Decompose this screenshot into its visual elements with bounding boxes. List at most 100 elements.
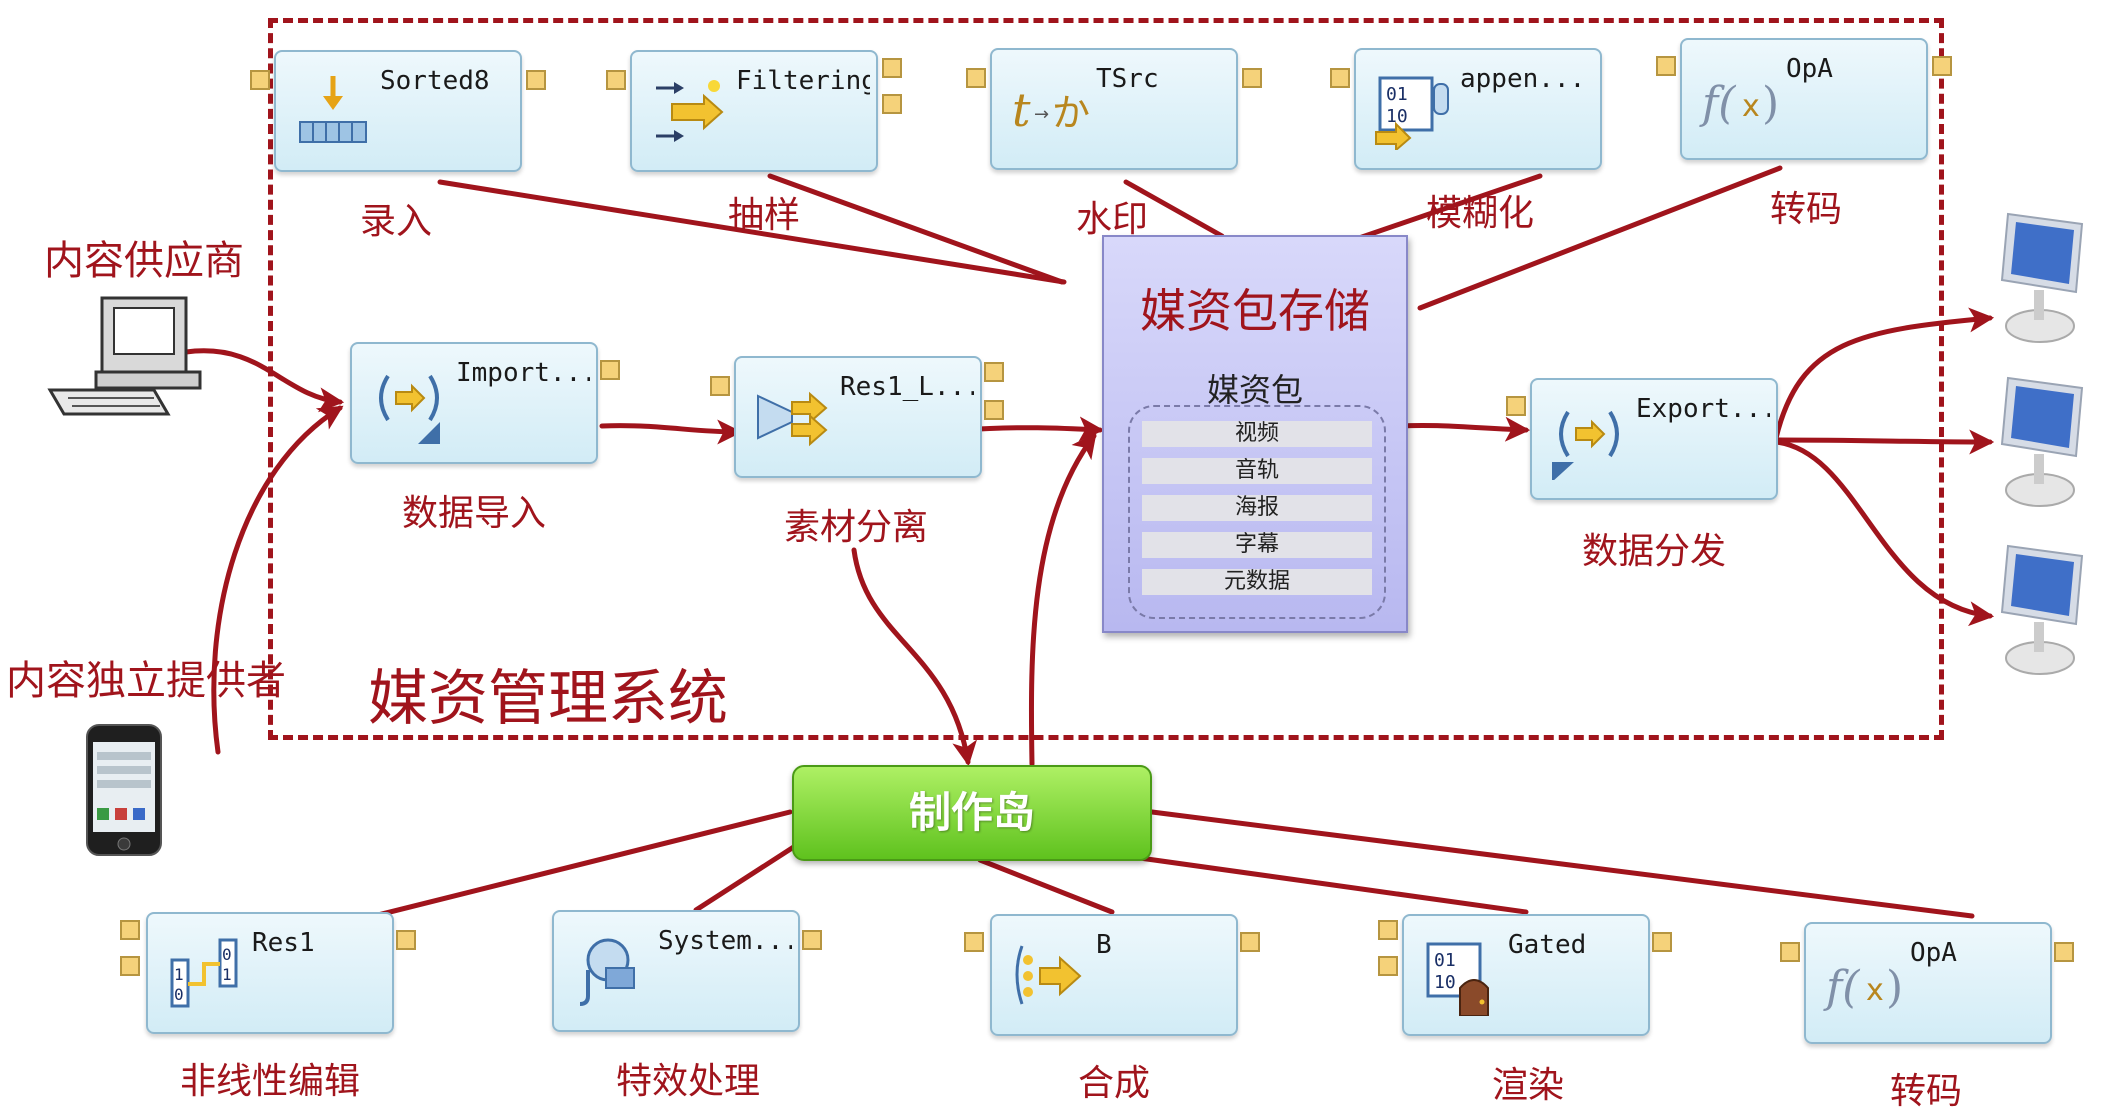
client-monitor-icon	[2000, 376, 2084, 507]
input-port[interactable]	[710, 376, 730, 396]
import-icon	[379, 374, 440, 444]
function-icon: f( x )	[1823, 962, 1903, 1013]
client-monitor-icon	[2000, 544, 2084, 675]
node-caption: 特效处理	[615, 1061, 761, 1102]
output-port[interactable]	[1652, 932, 1672, 952]
svg-text:01: 01	[1386, 84, 1408, 105]
node-title: Res1	[252, 928, 315, 958]
svg-text:1: 1	[174, 965, 184, 984]
node-title: System...	[658, 926, 792, 956]
node-b[interactable]: B	[990, 914, 1238, 1036]
output-port[interactable]	[984, 362, 1004, 382]
node-filtering[interactable]: Filtering	[630, 50, 878, 172]
node-res1-bottom[interactable]: 1 0 0 1 Res1	[146, 912, 394, 1034]
input-port[interactable]	[1378, 920, 1398, 940]
output-port[interactable]	[984, 400, 1004, 420]
package-item: 元数据	[1142, 569, 1372, 595]
svg-text:→: →	[1034, 104, 1049, 125]
node-caption: 转码	[1889, 1071, 1963, 1112]
media-package-storage[interactable]: 媒资包存储 媒资包 视频 音轨 海报 字幕 元数据	[1102, 235, 1408, 633]
node-title: Import...	[456, 358, 590, 388]
output-port[interactable]	[1932, 56, 1952, 76]
svg-text:f(: f(	[1699, 78, 1736, 129]
node-opa-bottom[interactable]: f( x ) OpA	[1804, 922, 2052, 1044]
svg-text:10: 10	[1434, 972, 1456, 993]
node-system[interactable]: System...	[552, 910, 800, 1032]
split-icon	[757, 391, 828, 447]
connection-line	[1137, 855, 1529, 915]
node-caption: 合成	[1077, 1063, 1151, 1104]
node-title: TSrc	[1096, 64, 1159, 94]
output-port[interactable]	[526, 70, 546, 90]
node-caption: 数据分发	[1581, 531, 1727, 572]
output-port[interactable]	[1242, 68, 1262, 88]
svg-text:x: x	[1742, 89, 1760, 124]
output-port[interactable]	[802, 930, 822, 950]
svg-text:か: か	[1052, 91, 1090, 135]
node-gated[interactable]: 01 10 Gated	[1402, 914, 1650, 1036]
package-container: 视频 音轨 海报 字幕 元数据	[1128, 405, 1386, 619]
connection-line	[1149, 809, 1975, 919]
input-port[interactable]	[1780, 942, 1800, 962]
system-process-icon	[579, 938, 635, 1006]
input-port[interactable]	[966, 68, 986, 88]
package-item: 音轨	[1142, 458, 1372, 484]
svg-text:f(: f(	[1823, 962, 1860, 1013]
node-title: B	[1096, 930, 1112, 960]
node-caption: 素材分离	[783, 507, 929, 548]
node-sorted8[interactable]: Sorted8	[274, 50, 522, 172]
svg-text:0: 0	[174, 985, 184, 1004]
input-port[interactable]	[120, 956, 140, 976]
node-caption: 录入	[359, 201, 433, 242]
package-label: 媒资包	[1206, 371, 1303, 409]
node-caption: 抽样	[727, 195, 801, 236]
node-caption: 转码	[1769, 189, 1843, 230]
input-port[interactable]	[964, 932, 984, 952]
content-provider-label: 内容供应商	[44, 238, 244, 284]
node-tsrc[interactable]: t → か TSrc	[990, 48, 1238, 170]
input-port[interactable]	[1378, 956, 1398, 976]
node-caption: 非线性编辑	[179, 1061, 361, 1102]
svg-text:): )	[1762, 78, 1779, 129]
connection-line	[977, 857, 1115, 915]
node-title: Filtering	[736, 66, 870, 96]
binary-gate-icon: 01 10	[1426, 942, 1489, 1016]
production-island-button[interactable]: 制作岛	[792, 765, 1152, 861]
node-opa-top[interactable]: f( x ) OpA	[1680, 38, 1928, 160]
svg-text:x: x	[1866, 973, 1884, 1008]
output-port[interactable]	[882, 94, 902, 114]
function-icon: f( x )	[1699, 78, 1779, 129]
node-res1-l[interactable]: Res1_L...	[734, 356, 982, 478]
node-import[interactable]: Import...	[350, 342, 598, 464]
output-port[interactable]	[882, 58, 902, 78]
svg-text:t: t	[1012, 83, 1031, 137]
svg-text:1: 1	[222, 965, 232, 984]
input-port[interactable]	[1506, 396, 1526, 416]
export-icon	[1552, 410, 1619, 480]
node-caption: 模糊化	[1425, 193, 1535, 234]
node-export[interactable]: Export...	[1530, 378, 1778, 500]
translate-text-icon: t → か	[1012, 83, 1090, 137]
node-title: Export...	[1636, 394, 1770, 424]
desktop-computer-icon	[47, 296, 202, 416]
node-title: OpA	[1786, 54, 1833, 84]
output-port[interactable]	[1240, 932, 1260, 952]
input-port[interactable]	[250, 70, 270, 90]
input-port[interactable]	[120, 920, 140, 940]
input-port[interactable]	[1656, 56, 1676, 76]
binary-switch-icon: 1 0 0 1	[170, 938, 238, 1008]
node-title: Sorted8	[380, 66, 490, 96]
node-title: appen...	[1460, 64, 1586, 94]
node-title: OpA	[1910, 938, 1957, 968]
node-append[interactable]: 01 10 appen...	[1354, 48, 1602, 170]
svg-text:0: 0	[222, 945, 232, 964]
output-port[interactable]	[2054, 942, 2074, 962]
output-port[interactable]	[396, 930, 416, 950]
output-port[interactable]	[600, 360, 620, 380]
node-title: Res1_L...	[840, 372, 974, 402]
independent-provider-label: 内容独立提供者	[6, 658, 286, 704]
input-port[interactable]	[1330, 68, 1350, 88]
client-monitor-icon	[2000, 212, 2084, 343]
input-port[interactable]	[606, 70, 626, 90]
node-caption: 数据导入	[401, 493, 547, 534]
